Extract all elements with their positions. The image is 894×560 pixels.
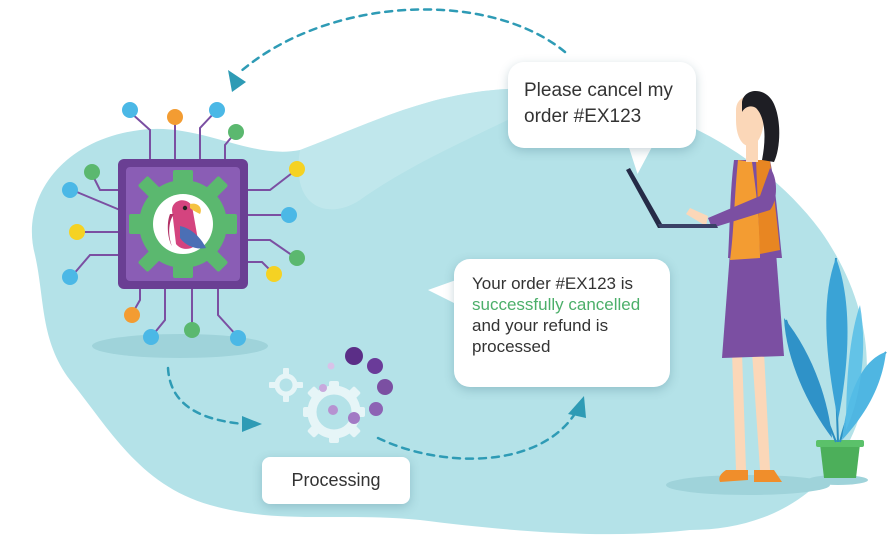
customer-bubble-tail — [623, 146, 653, 174]
gears-icon — [269, 368, 365, 443]
arrow-head-top — [228, 70, 246, 92]
bot-bubble-tail — [428, 280, 456, 304]
bot-message-success-text: successfully cancelled — [472, 295, 641, 314]
small-gear-icon — [274, 373, 298, 397]
arrow-top — [238, 8, 567, 74]
large-gear-icon — [303, 381, 365, 443]
person-shadow — [666, 475, 830, 495]
arrow-head-left — [242, 416, 262, 432]
circuit-nodes — [62, 102, 305, 346]
woman-with-laptop — [626, 91, 784, 482]
arrow-heads — [228, 70, 586, 432]
flow-arrows — [166, 8, 578, 460]
ai-chip-parrot-icon — [118, 159, 248, 289]
bot-message-line-3: and your refund is — [472, 316, 609, 335]
potted-plant — [784, 257, 887, 485]
customer-message-line-2: order #EX123 — [524, 106, 642, 127]
arrow-bottom — [376, 410, 578, 460]
background-blob-light — [298, 88, 560, 210]
chip-shadow — [92, 334, 268, 358]
parrot-icon — [167, 200, 206, 249]
processing-status-label: Processing — [262, 457, 410, 504]
customer-message-bubble: Please cancel my order #EX123 — [508, 62, 696, 148]
arrow-left — [166, 366, 246, 426]
bot-reply-bubble: Your order #EX123 is successfully cancel… — [454, 259, 670, 387]
bot-message-line-1: Your order #EX123 is — [472, 274, 633, 293]
bot-message-line-4: processed — [472, 337, 551, 356]
arrow-head-bottom — [568, 396, 586, 418]
customer-message-line-1: Please cancel my — [524, 80, 673, 101]
loading-dots-icon — [319, 347, 393, 424]
